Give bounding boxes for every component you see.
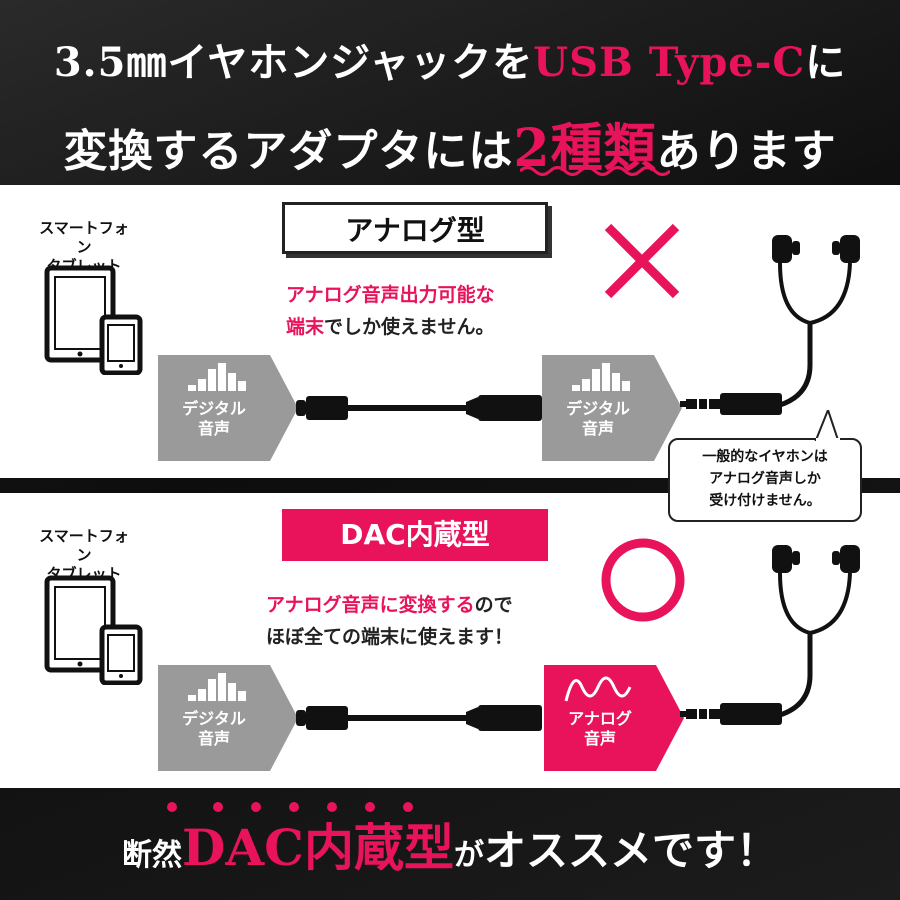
- tablet-phone-icon: [44, 265, 143, 375]
- headline-line-2-end: あります: [656, 126, 837, 177]
- earphone-icon: [680, 545, 860, 725]
- tablet-phone-icon: [44, 575, 143, 685]
- dac-type-title: DAC内蔵型: [282, 509, 548, 561]
- headline-line-1: 3.5㎜イヤホンジャックをUSB Type-Cに: [0, 30, 900, 88]
- recommendation-line: 断然DAC内蔵型がオススメです！: [122, 818, 778, 877]
- analog-type-title: アナログ型: [282, 202, 548, 254]
- emphasis-dots-icon: [167, 802, 413, 812]
- arrow-shape-icon: [158, 355, 298, 461]
- analog-description: アナログ音声出力可能な 端末でしか使えません。: [286, 284, 495, 338]
- analog-type-panel: スマートフォン タブレット アナログ型 アナログ音声出力可能な 端末でしか使えま…: [0, 185, 900, 478]
- headline-line-1-start: 3.5㎜イヤホンジャックを: [53, 39, 534, 86]
- wavy-underline-icon: [520, 166, 670, 176]
- callout-tail-icon: [814, 410, 840, 442]
- earphone-icon: [680, 235, 860, 415]
- arrow-shape-icon: [544, 665, 684, 771]
- analog-audio-box: アナログ 音声: [544, 665, 684, 771]
- dac-description: アナログ音声に変換するので ほぼ全ての端末に使えます！: [266, 594, 514, 648]
- usb-c-adapter-cable-icon: [296, 705, 542, 731]
- headline-usb-type-c: USB Type-C: [533, 39, 806, 86]
- arrow-shape-icon: [158, 665, 298, 771]
- headline-line-1-end: に: [805, 39, 847, 86]
- circle-mark-icon: [601, 538, 685, 622]
- dac-type-panel: スマートフォン タブレット DAC内蔵型 アナログ音声に変換するので ほぼ全ての…: [0, 493, 900, 788]
- earphone-callout: 一般的なイヤホンは アナログ音声しか 受け付けません。: [668, 438, 862, 522]
- cross-mark-icon: [604, 223, 680, 299]
- usb-c-adapter-cable-icon: [296, 395, 542, 421]
- headline-line-2: 変換するアダプタには2種類あります: [0, 106, 900, 181]
- digital-audio-box-left: デジタル 音声: [158, 355, 298, 461]
- arrow-shape-icon: [542, 355, 682, 461]
- digital-audio-box-right: デジタル 音声: [542, 355, 682, 461]
- digital-audio-box-left: デジタル 音声: [158, 665, 298, 771]
- headline-line-2-start: 変換するアダプタには: [63, 126, 514, 177]
